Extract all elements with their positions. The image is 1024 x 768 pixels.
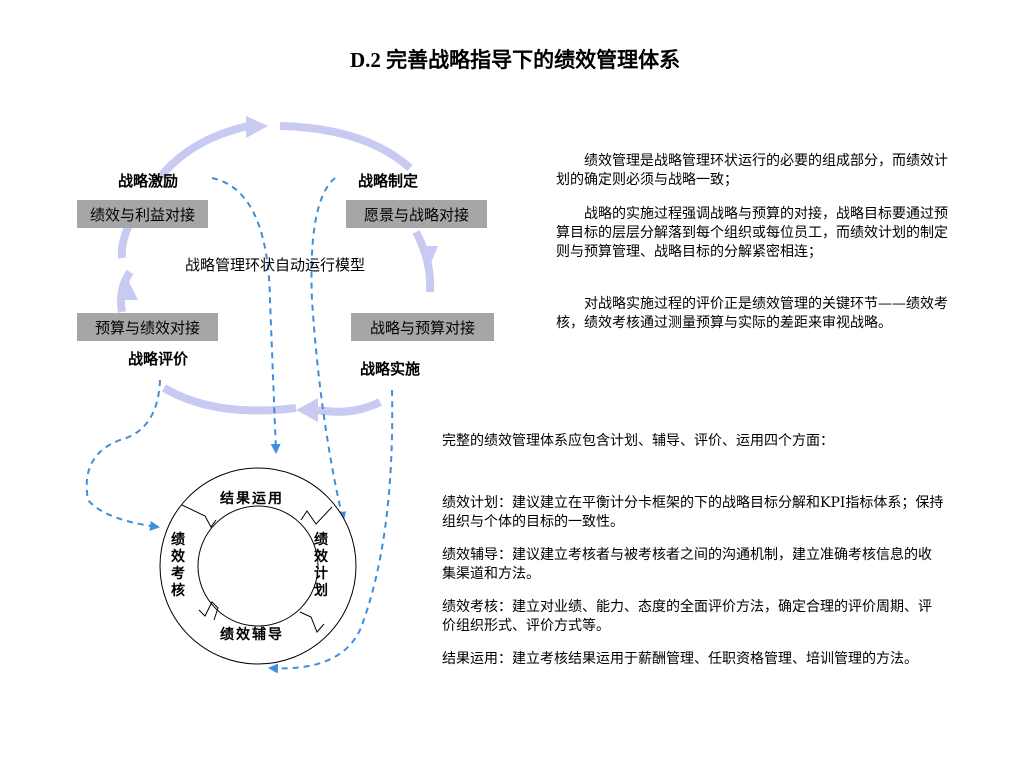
paragraph-1: 绩效管理是战略管理环状运行的必要的组成部分，而绩效计划的确定则必须与战略一致；: [556, 153, 948, 188]
ring-label-coach: 绩效辅导: [220, 627, 284, 643]
cycle-arrow-top-left: [154, 122, 249, 183]
label-strategy-formulation: 战略制定: [358, 172, 419, 190]
box-performance-benefit: 绩效与利益对接: [77, 200, 208, 228]
connector-implementation-to-coach: [268, 389, 394, 674]
cycle-arrowheads: [118, 116, 438, 422]
box-strategy-budget: 战略与预算对接: [351, 313, 494, 341]
cycle-center-label: 战略管理环状自动运行模型: [185, 256, 366, 274]
dashed-connectors: [85, 177, 394, 674]
box-vision-strategy: 愿景与战略对接: [346, 200, 487, 228]
connector-evaluation-to-appraise: [85, 379, 161, 531]
arrowhead-right: [418, 246, 438, 270]
ring-inner: [197, 505, 319, 627]
item-performance-plan: 绩效计划：建议建立在平衡计分卡框架的下的战略目标分解和KPI指标体系；保持组织与…: [442, 495, 944, 530]
ring-divider-br: [299, 611, 325, 633]
connector-incentive-to-results: [211, 177, 281, 454]
label-strategy-implementation: 战略实施: [360, 360, 421, 378]
item-performance-coach: 绩效辅导：建议建立考核者与被考核者之间的沟通机制，建立准确考核信息的收集渠道和方…: [442, 547, 932, 582]
box-budget-performance: 预算与绩效对接: [77, 313, 218, 341]
arrowhead-left: [118, 280, 138, 300]
cycle-arrow-top-right: [279, 122, 413, 172]
cycle-arrow-left: [117, 269, 134, 313]
item-results-apply: 结果运用：建立考核结果运用于薪酬管理、任职资格管理、培训管理的方法。: [442, 651, 918, 667]
ring-divider-tr: [300, 506, 333, 525]
item-performance-appraise: 绩效考核：建立对业绩、能力、态度的全面评价方法，确定合理的评价周期、评价组织形式…: [442, 599, 932, 634]
label-strategy-evaluation: 战略评价: [128, 350, 189, 368]
ring-label-results: 结果运用: [220, 491, 284, 507]
cycle-arrow-bottom: [317, 398, 382, 416]
ring-label-plan: 绩效计划: [314, 532, 328, 599]
label-strategy-incentive: 战略激励: [118, 172, 179, 190]
system-intro: 完整的绩效管理体系应包含计划、辅导、评价、运用四个方面：: [442, 433, 834, 449]
page-title: D.2 完善战略指导下的绩效管理体系: [350, 48, 681, 72]
performance-ring: [159, 467, 357, 665]
ring-label-appraise: 绩效考核: [171, 532, 185, 599]
ring-divider-bl: [198, 601, 219, 621]
ring-divider-tl: [181, 504, 217, 528]
cycle-arrow-bottom-left: [161, 384, 297, 415]
arrowhead-bottom: [296, 398, 318, 422]
connector-formulation-to-plan: [310, 177, 347, 522]
paragraph-3: 对战略实施过程的评价正是绩效管理的关键环节——绩效考核，绩效考核通过测量预算与实…: [556, 296, 948, 331]
arrowhead-top: [246, 116, 268, 138]
paragraph-2: 战略的实施过程强调战略与预算的对接，战略目标要通过预算目标的层层分解落到每个组织…: [556, 206, 948, 260]
